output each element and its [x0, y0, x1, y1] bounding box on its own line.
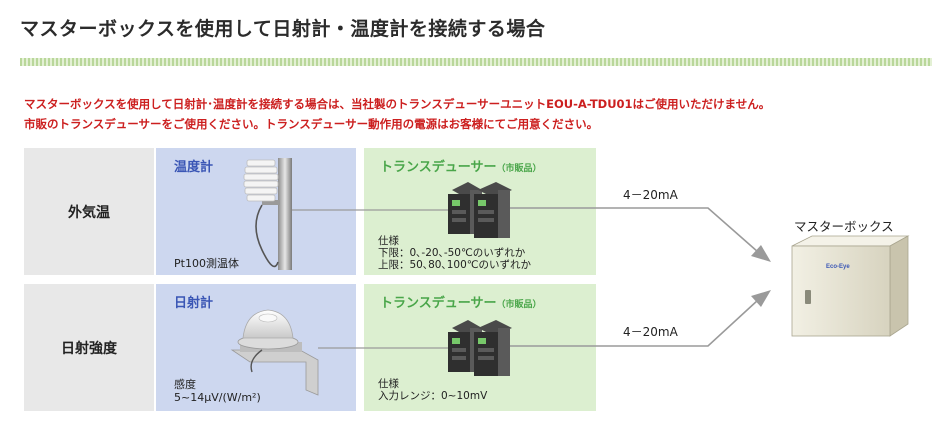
spec-line: 入力レンジ：0~10mV	[378, 390, 488, 402]
transducer-units-1	[448, 182, 512, 238]
transducer-unit	[448, 320, 482, 372]
row-label: 日射強度	[24, 284, 154, 411]
sensor-caption: 感度 5~14μV/(W/m²)	[174, 378, 261, 404]
sensor-pole	[278, 158, 292, 270]
transducer-note: （市販品）	[496, 164, 542, 174]
connection-lines	[292, 209, 448, 349]
title-divider	[20, 58, 932, 66]
transducer-heading: トランスデューサー（市販品）	[380, 292, 542, 311]
master-box-top	[791, 235, 910, 247]
sensor-cable	[255, 204, 279, 268]
master-box-side	[889, 235, 909, 337]
signal-label-1: 4－20mA	[623, 188, 678, 202]
transducer-spec: 仕様 入力レンジ：0~10mV	[378, 378, 487, 402]
signal-arrows	[508, 207, 759, 347]
sensor-heading: 日射計	[174, 296, 214, 311]
pyranometer-dome	[242, 309, 294, 339]
transducer-heading-text: トランスデューサー	[380, 296, 497, 311]
transducer-heading: トランスデューサー（市販品）	[380, 156, 542, 175]
transducer-heading-text: トランスデューサー	[380, 160, 497, 175]
arrowhead-1	[751, 245, 771, 262]
radiation-shield	[243, 159, 279, 202]
transducer-units-2	[448, 320, 512, 376]
row-label: 外気温	[24, 148, 154, 275]
shield-mount	[262, 200, 280, 205]
master-box-label: マスターボックス	[794, 219, 894, 234]
caption-line: 感度	[174, 378, 196, 391]
pyranometer-illustration	[230, 309, 319, 396]
dome-top	[258, 313, 278, 323]
caption-line: 5~14μV/(W/m²)	[174, 391, 261, 404]
signal-arrow-1	[508, 207, 759, 253]
temperature-sensor-illustration	[243, 158, 292, 270]
arrowhead-2	[751, 290, 771, 307]
sensor-caption: Pt100測温体	[174, 257, 239, 270]
master-box-illustration: Eco-Eye	[791, 235, 910, 337]
signal-arrow-2	[508, 299, 759, 347]
page-title: マスターボックスを使用して日射計・温度計を接続する場合	[20, 18, 546, 40]
sensor-heading: 温度計	[174, 160, 214, 175]
spec-line: 仕様	[378, 378, 399, 390]
master-box-latch	[805, 290, 811, 304]
signal-label-2: 4－20mA	[623, 325, 678, 339]
spec-line: 上限：50､80､100℃のいずれか	[378, 259, 532, 271]
spec-line: 仕様	[378, 235, 399, 247]
notice-line-1: マスターボックスを使用して日射計･温度計を接続する場合は、当社製のトランスデュー…	[24, 97, 771, 111]
sensor-cable	[250, 349, 263, 373]
notice-line-2: 市販のトランスデューサーをご使用ください。トランスデューサー動作用の電源はお客様…	[24, 117, 599, 131]
mount-bracket	[230, 349, 319, 396]
master-box-logo: Eco-Eye	[826, 264, 850, 270]
transducer-note: （市販品）	[496, 300, 542, 310]
spec-line: 下限：0､-20､-50℃のいずれか	[378, 247, 526, 259]
transducer-spec: 仕様 下限：0､-20､-50℃のいずれか 上限：50､80､100℃のいずれか	[378, 235, 531, 271]
transducer-unit	[474, 320, 512, 376]
transducer-unit	[474, 182, 512, 238]
